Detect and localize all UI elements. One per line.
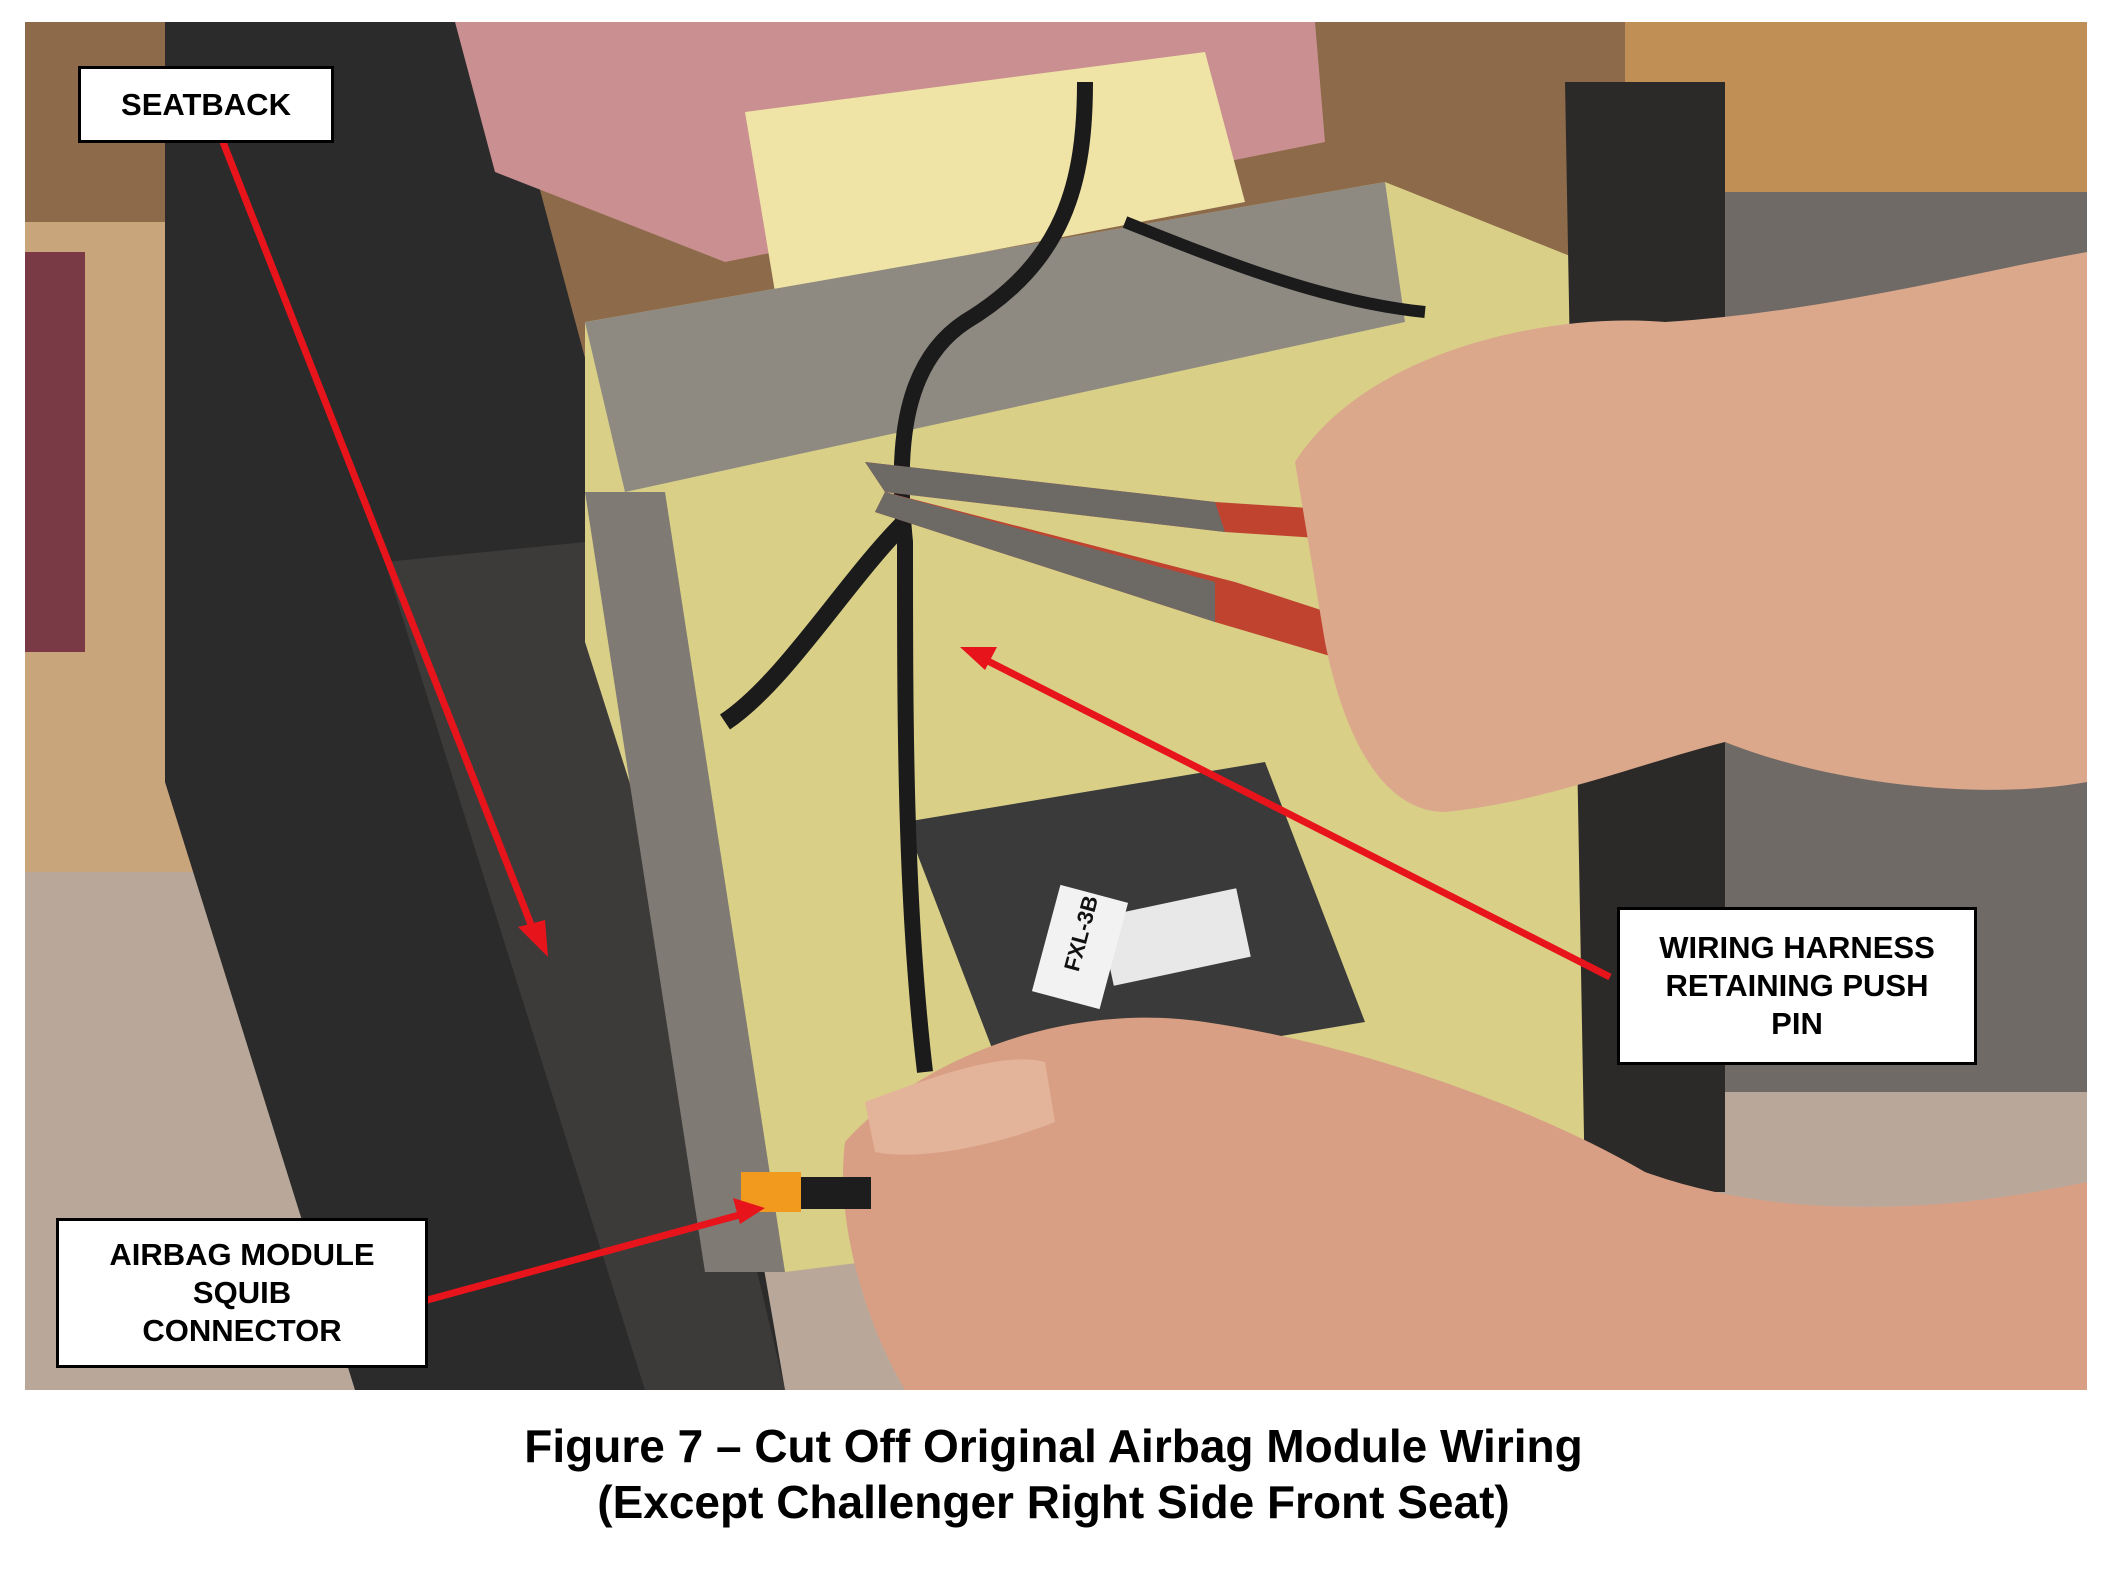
seat-photo: FXL-3B — [25, 22, 2087, 1390]
seatback-arrow-head — [518, 920, 548, 957]
push-pin-callout: WIRING HARNESS RETAINING PUSH PIN — [1617, 907, 1977, 1065]
push-pin-label-line1: WIRING HARNESS — [1659, 930, 1935, 965]
seatback-arrow — [219, 140, 536, 929]
seatback-label: SEATBACK — [121, 86, 291, 122]
squib-arrow-head — [733, 1198, 765, 1224]
seatback-callout: SEATBACK — [78, 66, 334, 143]
push-pin-arrow — [978, 653, 1612, 981]
squib-label-line1: AIRBAG MODULE — [109, 1237, 375, 1272]
push-pin-label-line2: RETAINING PUSH — [1665, 968, 1929, 1003]
caption-line-1: Figure 7 – Cut Off Original Airbag Modul… — [524, 1420, 1583, 1472]
squib-label-line2: SQUIB — [192, 1275, 292, 1310]
squib-label-line3: CONNECTOR — [142, 1313, 342, 1348]
squib-arrow — [419, 1210, 744, 1306]
push-pin-arrow-head — [960, 647, 997, 670]
push-pin-label-line3: PIN — [1771, 1006, 1823, 1041]
caption-line-2: (Except Challenger Right Side Front Seat… — [597, 1476, 1510, 1528]
figure-caption: Figure 7 – Cut Off Original Airbag Modul… — [0, 1418, 2107, 1530]
squib-callout: AIRBAG MODULE SQUIB CONNECTOR — [56, 1218, 428, 1368]
